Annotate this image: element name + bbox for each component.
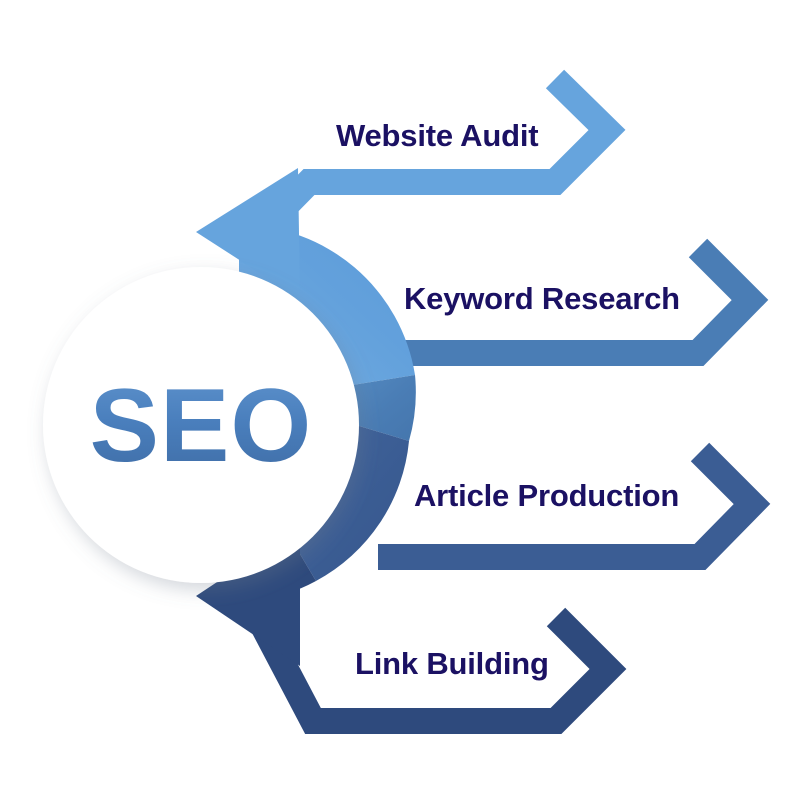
step-arrow-website-audit[interactable]	[242, 69, 626, 250]
seo-wordmark: SEO	[76, 371, 326, 481]
arrow-body-link-building	[240, 598, 627, 734]
step-arrow-keyword-research[interactable]	[366, 238, 769, 366]
ring-segment-3	[278, 419, 409, 581]
circular-arrow-ring	[43, 168, 416, 666]
ring-arrowhead-top	[196, 168, 300, 299]
step-arrow-link-building[interactable]	[240, 598, 627, 734]
step-label-keyword-research: Keyword Research	[404, 281, 680, 316]
arrow-body-keyword-research	[366, 238, 769, 366]
arrow-body-website-audit	[242, 69, 626, 250]
step-label-link-building: Link Building	[355, 646, 549, 681]
step-arrow-article-production[interactable]	[378, 442, 771, 570]
step-label-website-audit: Website Audit	[336, 118, 539, 153]
step-label-article-production: Article Production	[414, 478, 680, 513]
center-disc	[43, 267, 359, 583]
arrow-body-article-production	[378, 442, 771, 570]
